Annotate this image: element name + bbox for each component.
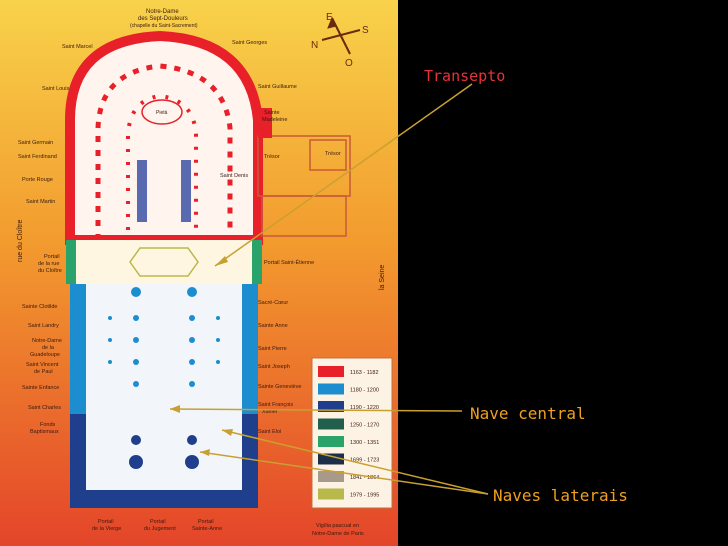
label-nd-guadeloupe-3: Guadeloupe (30, 352, 60, 358)
label-saint-charles: Saint Charles (28, 405, 61, 411)
legend-period: 1699 - 1723 (350, 458, 379, 464)
label-saint-germain: Saint Germain (18, 140, 53, 146)
label-pieta: Pietà (156, 110, 168, 116)
label-nave-central: Nave central (470, 404, 586, 423)
compass-o: O (345, 58, 353, 69)
label-portail-saint-etienne: Portail Saint-Étienne (264, 259, 314, 266)
label-sacre-coeur: Sacré-Cœur (258, 300, 288, 306)
label-saint-ferdinand: Saint Ferdinand (18, 154, 57, 160)
nave (70, 284, 258, 508)
label-vigilia-2: Notre-Dame de Paris (312, 531, 364, 537)
cathedral-floor-plan: E S N O (0, 0, 398, 546)
legend-swatch (318, 383, 344, 395)
label-la-seine: la Seine (379, 265, 386, 290)
label-vigilia-1: Vigília pascual en (316, 523, 359, 529)
transept-crossing (129, 247, 199, 277)
label-portail-cloitre-3: du Cloître (38, 268, 62, 274)
label-portail-vierge-2: de la Vierge (92, 526, 121, 532)
label-top-title-1: Notre-Dame (146, 9, 179, 15)
legend-swatch (318, 453, 344, 465)
label-sainte-madeleine-1: Sainte (264, 110, 280, 116)
legend-swatch (318, 488, 344, 500)
label-fonds-baptismaux-2: Baptismaux (30, 429, 59, 435)
label-saint-joseph: Saint Joseph (258, 364, 290, 370)
legend-box (311, 357, 393, 509)
choir-apse (65, 30, 263, 245)
label-saint-vincent-2: de Paul (34, 369, 53, 375)
label-saint-francois-2: Xavier (262, 409, 278, 415)
legend-period: 1300 - 1351 (350, 440, 379, 446)
legend-period: 1979 - 1995 (350, 493, 379, 499)
label-tresor-1: Trésor (264, 154, 280, 160)
label-transepto: Transepto (424, 67, 506, 85)
legend-period: 1250 - 1270 (350, 423, 379, 429)
transept-south-portal (252, 240, 262, 284)
legend-period: 1841 - 1864 (350, 475, 379, 481)
legend-swatch (318, 401, 344, 412)
label-portail-jugement-1: Portail (150, 519, 166, 525)
label-portail-anne-2: Sainte-Anne (192, 526, 222, 532)
compass-rose: E S N O (311, 12, 369, 69)
label-saint-eloi: Saint Eloi (258, 429, 281, 435)
label-sainte-genevieve: Sainte Geneviève (258, 384, 301, 390)
legend-period: 1190 - 1220 (350, 405, 379, 411)
label-saint-marcel: Saint Marcel (62, 44, 93, 50)
legend-swatch (318, 436, 344, 447)
transept-north-portal (66, 240, 76, 284)
legend-swatch (318, 366, 344, 377)
label-sainte-clotilde: Sainte Clotilde (22, 304, 57, 310)
transept (66, 240, 262, 284)
label-portail-anne-1: Portail (198, 519, 214, 525)
label-portail-cloitre-2: de la rue (38, 261, 59, 267)
label-sainte-enfance: Sainte Enfance (22, 385, 59, 391)
legend-swatch (318, 418, 344, 430)
label-sainte-anne: Sainte Anne (258, 323, 288, 329)
label-sainte-madeleine-2: Madeleine (262, 117, 287, 123)
label-saint-landry: Saint Landry (28, 323, 59, 329)
label-fonds-baptismaux-1: Fonds (40, 422, 56, 428)
label-nd-guadeloupe-1: Notre-Dame (32, 338, 62, 344)
compass-e: E (326, 12, 333, 23)
legend-period: 1180 - 1200 (350, 388, 379, 394)
label-saint-guillaume: Saint Guillaume (258, 84, 297, 90)
label-saint-vincent-1: Saint Vincent (26, 362, 59, 368)
compass-n: N (311, 40, 318, 51)
label-saint-louis: Saint Louis (42, 86, 69, 92)
label-portail-jugement-2: du Jugement (144, 526, 176, 532)
label-porte-rouge: Porte Rouge (22, 177, 53, 183)
compass-s: S (362, 25, 369, 36)
label-saint-francois-1: Saint François (258, 402, 293, 408)
label-tresor-2: Trésor (325, 151, 341, 157)
label-top-title-2: des Sept-Douleurs (138, 16, 188, 22)
label-naves-laterais: Naves laterais (493, 486, 628, 505)
label-saint-pierre: Saint Pierre (258, 346, 287, 352)
label-saint-martin: Saint Martin (26, 199, 55, 205)
label-portail-vierge-1: Portail (98, 519, 114, 525)
label-portail-cloitre-1: Portail (44, 254, 60, 260)
legend-period: 1163 - 1182 (350, 370, 379, 376)
label-top-title-3: (chapelle du Saint-Sacrement) (130, 23, 198, 29)
label-rue-du-cloitre: rue du Cloître (17, 219, 24, 262)
label-nd-guadeloupe-2: de la (42, 345, 55, 351)
label-saint-georges: Saint Georges (232, 40, 267, 46)
label-saint-denis: Saint Denis (220, 173, 248, 179)
legend-swatch (318, 471, 344, 482)
